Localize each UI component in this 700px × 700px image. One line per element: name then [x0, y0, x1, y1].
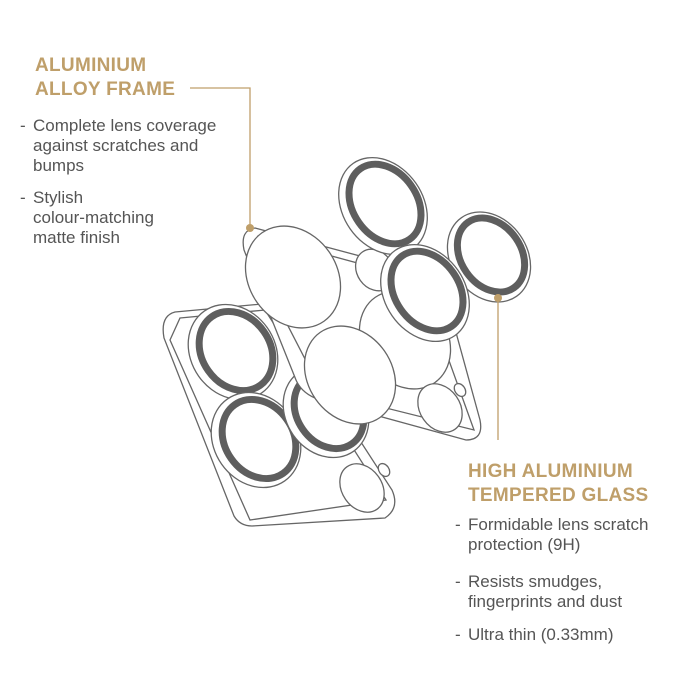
- frame-bullet: - Stylish colour-matching matte finish: [20, 188, 154, 248]
- bullet-text: Resists smudges,: [468, 572, 603, 591]
- bullet-text: Formidable lens scratch: [468, 515, 649, 534]
- bullet-dash: -: [20, 188, 26, 207]
- glass-bullet: - Ultra thin (0.33mm): [455, 625, 614, 645]
- bullet-text: protection (9H): [468, 535, 581, 554]
- glass-title-line: HIGH ALUMINIUM: [468, 461, 633, 482]
- glass-title: HIGH ALUMINIUM TEMPERED GLASS: [468, 460, 649, 508]
- glass-bullet: - Formidable lens scratch protection (9H…: [455, 515, 649, 555]
- bullet-text: fingerprints and dust: [468, 592, 623, 611]
- bullet-dash: -: [455, 572, 461, 591]
- frame-callout-line: [190, 87, 251, 228]
- bullet-text: colour-matching: [33, 208, 154, 227]
- glass-title-line: TEMPERED GLASS: [468, 485, 649, 506]
- lens-ring-middle: [380, 243, 470, 343]
- bullet-dash: -: [20, 116, 26, 135]
- bullet-dash: -: [455, 625, 461, 644]
- frame-callout-dot: [246, 224, 254, 232]
- bullet-text: Ultra thin (0.33mm): [468, 625, 614, 644]
- glass-callout-dot: [494, 294, 502, 302]
- frame-title-line: ALUMINIUM: [35, 55, 147, 76]
- glass-bullet: - Resists smudges, fingerprints and dust: [455, 572, 623, 612]
- bullet-text: Stylish: [33, 188, 84, 207]
- bullet-text: against scratches and: [33, 136, 199, 155]
- frame-bullet: - Complete lens coverage against scratch…: [20, 116, 217, 176]
- frame-title-line: ALLOY FRAME: [35, 79, 176, 100]
- lens-ring-right: [446, 211, 532, 303]
- bullet-dash: -: [455, 515, 461, 534]
- bullet-text: Complete lens coverage: [33, 116, 217, 135]
- frame-title: ALUMINIUM ALLOY FRAME: [35, 54, 175, 102]
- bullet-text: bumps: [33, 156, 85, 175]
- bullet-text: matte finish: [33, 228, 120, 247]
